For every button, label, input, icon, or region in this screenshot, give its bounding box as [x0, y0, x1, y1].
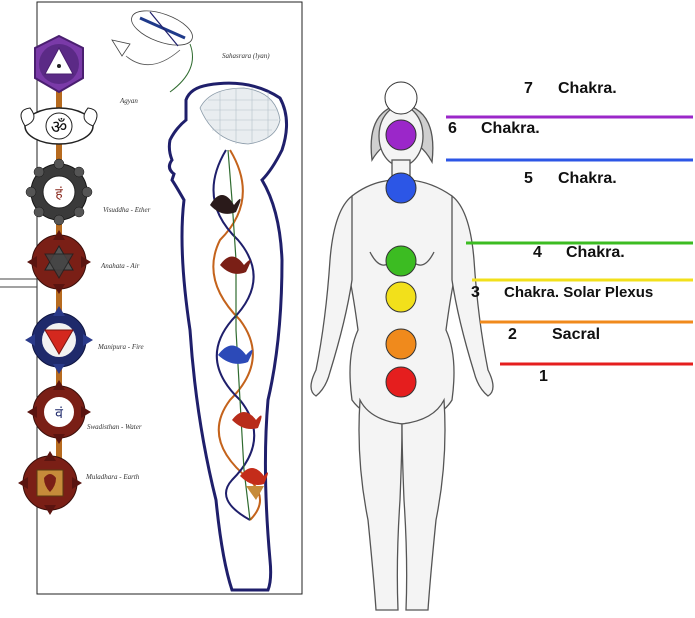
visuddha-glyph: हं	[55, 186, 63, 202]
chakra-lines	[446, 115, 693, 366]
label-muladhara: Muladhara - Earth	[85, 473, 140, 481]
lotus-throat-icon	[210, 195, 241, 214]
left-body-silhouette	[167, 81, 288, 592]
left-panel-frame	[36, 1, 303, 595]
label-agyan: Agyan	[119, 97, 138, 105]
lotus-sacral-icon	[232, 412, 262, 429]
chakra-6-label: Chakra.	[481, 120, 540, 137]
chakra-dot-6	[385, 119, 417, 151]
chakra-2-label: Sacral	[552, 326, 600, 343]
chakra-dot-4	[385, 245, 417, 277]
chakra-labels: 7 Chakra. 6 Chakra. 5 Chakra. 4 Chakra. …	[448, 80, 653, 385]
chakra-1-number: 1	[539, 368, 548, 385]
chakra-points	[384, 81, 418, 398]
chakra-5-label: Chakra.	[558, 170, 617, 187]
nadi-green	[227, 149, 251, 521]
chakra-4-label: Chakra.	[566, 244, 625, 261]
chakra-4-number: 4	[533, 244, 542, 261]
label-anahata: Anahata - Air	[100, 262, 140, 270]
right-body-figure	[310, 103, 494, 611]
visuddha-chakra-icon: हं	[25, 158, 93, 226]
label-sahasrara: Sahasrara (lyan)	[222, 52, 270, 60]
lotus-root-icon	[240, 468, 268, 500]
nadi-blue	[212, 149, 256, 521]
brain-lotus-icon	[199, 87, 281, 145]
chakra-dot-3	[385, 281, 417, 313]
lotus-solar-icon	[218, 345, 253, 364]
chakra-dot-5	[385, 172, 417, 204]
swadisthan-glyph: वं	[55, 406, 63, 422]
chakra-dot-2	[385, 328, 417, 360]
chakra-6-number: 6	[448, 120, 457, 137]
label-manipura: Manipura - Fire	[97, 343, 144, 351]
chakra-7-number: 7	[524, 80, 533, 97]
chakra-2-number: 2	[508, 326, 517, 343]
ajna-om-icon: ॐ	[20, 107, 98, 145]
chakra-dot-1	[385, 366, 417, 398]
chakra-5-number: 5	[524, 170, 533, 187]
label-visuddha: Visuddha - Ether	[103, 206, 151, 214]
chakra-3-number: 3	[471, 284, 480, 301]
manipura-chakra-icon	[25, 306, 93, 374]
swadisthan-chakra-icon: वं	[27, 380, 91, 444]
anahata-chakra-icon	[27, 230, 91, 294]
sahasrara-globe-icon	[111, 10, 193, 93]
lotus-heart-icon	[220, 256, 251, 274]
muladhara-chakra-icon	[18, 451, 82, 515]
chakra-7-label: Chakra.	[558, 80, 617, 97]
crown-chakra-icon	[34, 34, 84, 94]
ajna-om-glyph: ॐ	[51, 117, 67, 138]
label-swadisthan: Swadisthan - Water	[87, 423, 142, 431]
chakra-3-label: Chakra. Solar Plexus	[504, 284, 653, 301]
chakra-dot-7	[384, 81, 418, 115]
